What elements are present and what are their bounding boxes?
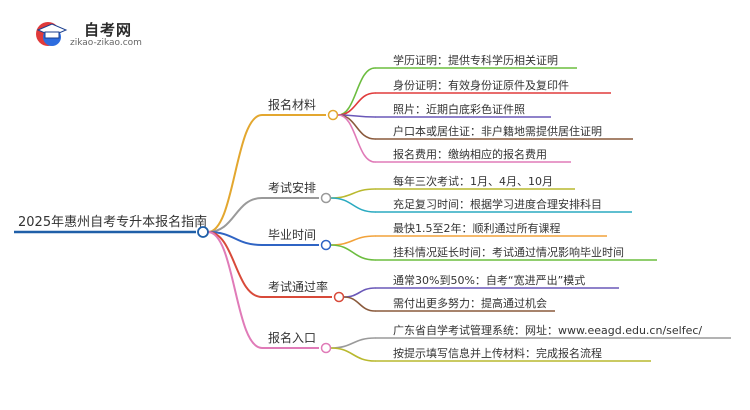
edge-branch-leaf-1-0 bbox=[330, 188, 376, 199]
graduation-cap-icon bbox=[36, 22, 68, 46]
branch-dot-2 bbox=[320, 239, 332, 251]
edge-root-branch-4 bbox=[207, 231, 263, 349]
branch-label-1: 考试安排 bbox=[268, 180, 316, 195]
leaf-label-0-3: 户口本或居住证：非户籍地需提供居住证明 bbox=[393, 124, 602, 138]
edge-branch-leaf-4-0 bbox=[330, 337, 376, 349]
branch-label-0: 报名材料 bbox=[268, 97, 316, 112]
leaf-label-0-0: 学历证明：提供专科学历相关证明 bbox=[393, 53, 558, 67]
mindmap-nodes: 2025年惠州自考专升本报名指南 报名材料 学历证明：提供专科学历相关证明身份证明：… bbox=[18, 53, 702, 360]
edge-root-branch-3 bbox=[207, 231, 263, 298]
logo-url: zikao-zikao.com bbox=[70, 38, 142, 48]
branch-dot-1 bbox=[320, 192, 332, 204]
branch-dot-4 bbox=[320, 342, 332, 354]
branch-dot-3 bbox=[333, 291, 345, 303]
edge-branch-leaf-4-1 bbox=[330, 347, 376, 362]
edge-root-branch-2 bbox=[207, 231, 263, 246]
edge-branch-leaf-2-0 bbox=[330, 235, 376, 246]
edge-branch-leaf-0-4 bbox=[337, 114, 376, 163]
edge-branch-leaf-0-3 bbox=[337, 114, 376, 140]
mindmap-edges bbox=[14, 67, 731, 362]
leaf-label-0-2: 照片：近期白底彩色证件照 bbox=[393, 102, 525, 116]
edge-root-branch-1 bbox=[207, 197, 263, 233]
leaf-label-0-4: 报名费用：缴纳相应的报名费用 bbox=[393, 147, 547, 161]
edge-root-branch-0 bbox=[207, 114, 263, 233]
edge-branch-leaf-3-1 bbox=[343, 296, 376, 312]
site-logo[interactable]: 自考网 zikao-zikao.com bbox=[32, 18, 222, 52]
edge-branch-leaf-2-1 bbox=[330, 244, 376, 261]
leaf-label-4-1: 按提示填写信息并上传材料：完成报名流程 bbox=[393, 346, 602, 360]
leaf-label-3-0: 通常30%到50%：自考“宽进严出”模式 bbox=[393, 273, 585, 287]
branch-label-2: 毕业时间 bbox=[268, 228, 316, 242]
edge-branch-leaf-0-1 bbox=[337, 92, 376, 116]
edge-branch-leaf-3-0 bbox=[343, 287, 376, 298]
edge-branch-leaf-0-0 bbox=[337, 67, 376, 116]
root-dot bbox=[197, 226, 209, 238]
leaf-label-2-1: 挂科情况延长时间：考试通过情况影响毕业时间 bbox=[393, 245, 624, 259]
logo-title: 自考网 bbox=[84, 21, 133, 39]
leaf-label-3-1: 需付出更多努力：提高通过机会 bbox=[393, 296, 547, 310]
leaf-label-1-1: 充足复习时间：根据学习进度合理安排科目 bbox=[393, 197, 602, 211]
leaf-label-4-0: 广东省自学考试管理系统：网址：www.eeagd.edu.cn/selfec/ bbox=[393, 323, 702, 337]
leaf-label-2-0: 最快1.5至2年：顺利通过所有课程 bbox=[393, 221, 561, 235]
leaf-label-0-1: 身份证明：有效身份证原件及复印件 bbox=[393, 78, 569, 92]
branch-label-3: 考试通过率 bbox=[268, 279, 328, 294]
branch-label-4: 报名入口 bbox=[268, 330, 316, 345]
leaf-label-1-0: 每年三次考试：1月、4月、10月 bbox=[393, 174, 553, 188]
branch-dot-0 bbox=[327, 109, 339, 121]
root-label: 2025年惠州自考专升本报名指南 bbox=[18, 214, 207, 230]
edge-branch-leaf-1-1 bbox=[330, 197, 376, 213]
